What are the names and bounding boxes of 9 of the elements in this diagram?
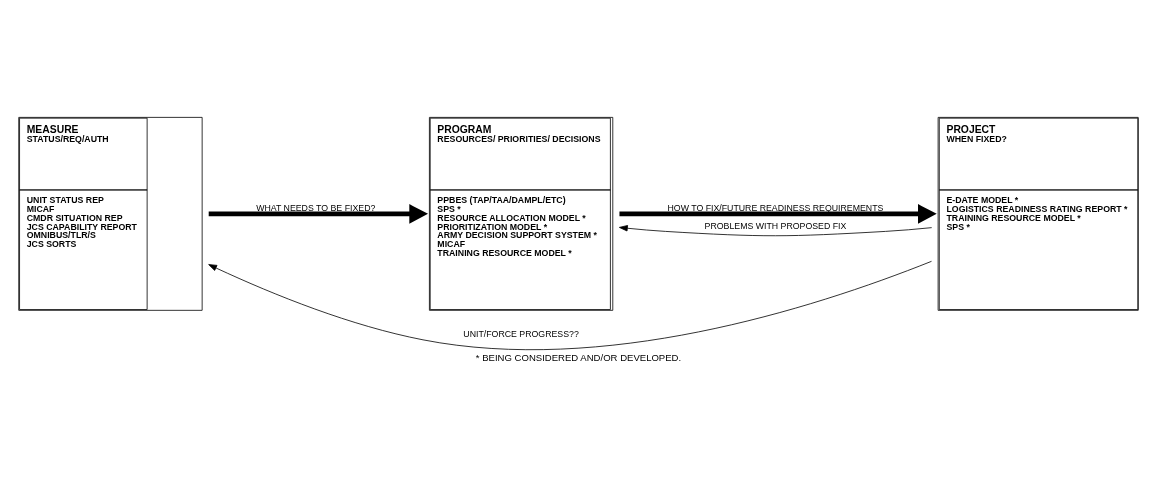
arrow [619, 203, 937, 224]
arrow [208, 260, 932, 350]
edge-label: WHAT NEEDS TO BE FIXED? [256, 202, 376, 213]
caption: * BEING CONSIDERED AND/OR DEVELOPED. [475, 351, 682, 363]
arrow [619, 224, 933, 236]
arrow [208, 203, 428, 224]
edge-label: PROBLEMS WITH PROPOSED FIX [704, 220, 847, 231]
edge-label: HOW TO FIX/FUTURE READINESS REQUIREMENTS [667, 202, 884, 213]
edge-label: UNIT/FORCE PROGRESS?? [463, 328, 579, 339]
